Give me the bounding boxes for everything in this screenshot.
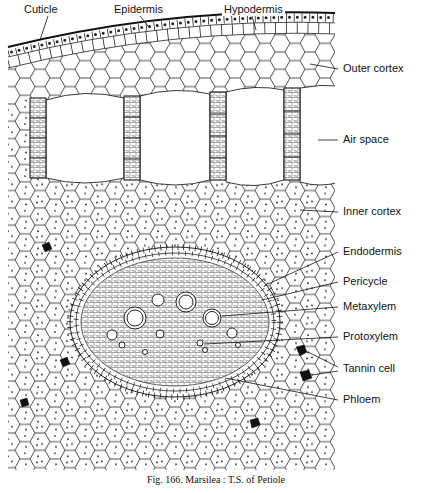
part-label: Hypodermis [222,3,285,16]
part-label: Inner cortex [341,205,403,218]
part-label: Phloem [341,393,382,406]
part-label: Air space [341,133,391,146]
part-label: Metaxylem [341,300,398,313]
part-label: Tannin cell [341,362,397,375]
part-label: Endodermis [341,245,404,258]
part-label: Epidermis [112,3,165,16]
part-label: Cuticle [22,3,60,16]
part-label: Pericycle [341,275,390,288]
part-label: Protoxylem [341,330,400,343]
part-label: Outer cortex [341,62,406,75]
figure-caption: Fig. 166. Marsilea : T.S. of Petiole [145,474,287,485]
